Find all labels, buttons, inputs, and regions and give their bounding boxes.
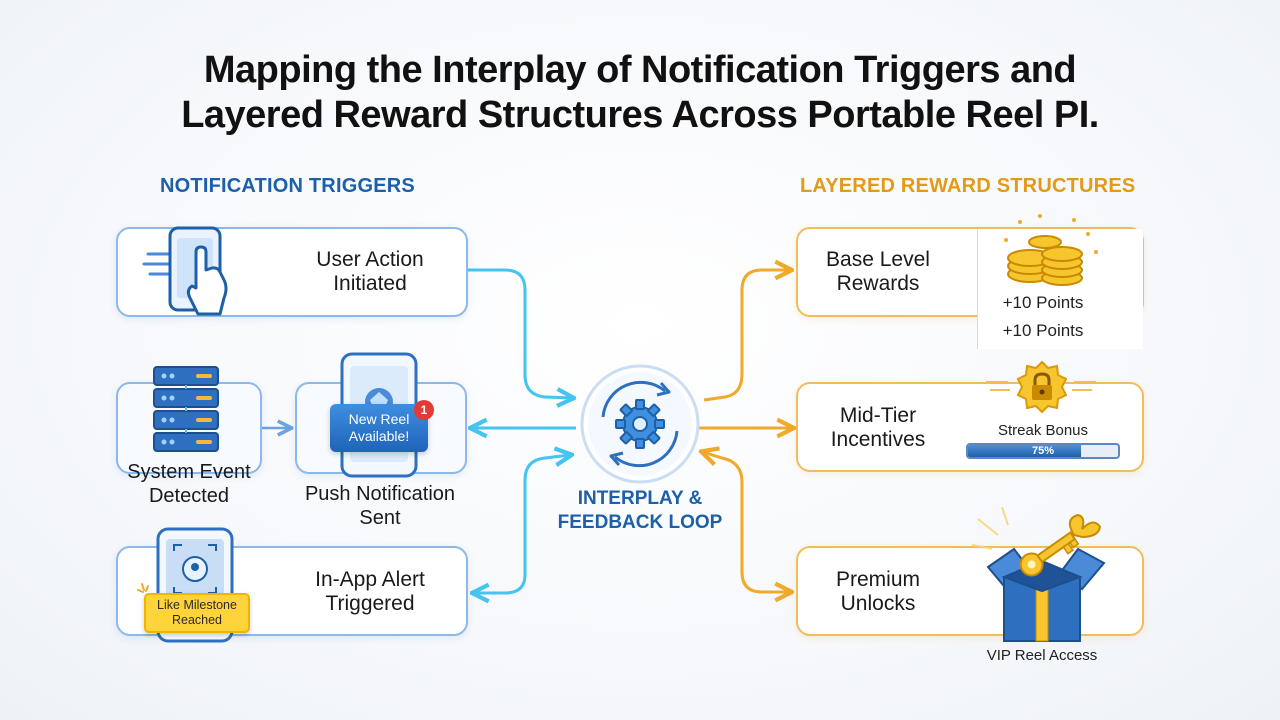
premium-label: Premium Unlocks xyxy=(835,568,920,615)
gold-coins-icon xyxy=(1004,214,1098,286)
mid-tier-label: Mid-Tier Incentives xyxy=(830,404,926,451)
gift-box-key-icon xyxy=(971,506,1106,642)
page-title-line-2: Layered Reward Structures Across Portabl… xyxy=(181,94,1099,136)
notification-count-badge: 1 xyxy=(414,400,434,420)
hub-label: INTERPLAY & FEEDBACK LOOP xyxy=(557,488,723,533)
sparkle-icon xyxy=(137,583,149,593)
streak-bonus-label: Streak Bonus xyxy=(997,422,1089,439)
base-rewards-label: Base Level Rewards xyxy=(826,248,930,295)
tapping-phone-icon xyxy=(142,226,228,316)
vip-reel-access-label: VIP Reel Access xyxy=(986,647,1098,664)
lock-badge-icon xyxy=(986,360,1096,414)
streak-progress-bar: 75% xyxy=(966,443,1120,459)
streak-progress-text: 75% xyxy=(1031,445,1055,457)
push-notification-label: Push Notification Sent xyxy=(304,483,456,529)
gear-icon xyxy=(615,399,665,449)
server-rack-icon xyxy=(153,366,219,452)
base-points-2: +10 Points xyxy=(1002,321,1084,340)
base-points-1: +10 Points xyxy=(1002,293,1084,312)
connector-hub-to-base xyxy=(703,270,790,402)
in-app-alert-label: In-App Alert Triggered xyxy=(315,568,425,615)
connector-hub-premium xyxy=(703,452,790,592)
new-reel-bubble: New Reel Available! xyxy=(330,404,428,452)
streak-progress-fill xyxy=(968,445,1081,457)
system-event-label: System Event Detected xyxy=(127,461,251,507)
feedback-loop-hub xyxy=(580,364,700,484)
user-action-label: User Action Initiated xyxy=(316,248,424,295)
rewards-heading: LAYERED REWARD STRUCTURES xyxy=(800,175,1136,197)
connector-hub-in-app xyxy=(474,455,570,593)
connector-user-action-to-hub xyxy=(468,268,572,398)
page-title-line-1: Mapping the Interplay of Notification Tr… xyxy=(203,49,1077,91)
milestone-banner-text: Like Milestone Reached xyxy=(157,598,237,627)
triggers-heading: NOTIFICATION TRIGGERS xyxy=(160,175,415,197)
milestone-banner: Like Milestone Reached xyxy=(144,593,250,633)
new-reel-bubble-text: New Reel Available! xyxy=(348,411,410,444)
